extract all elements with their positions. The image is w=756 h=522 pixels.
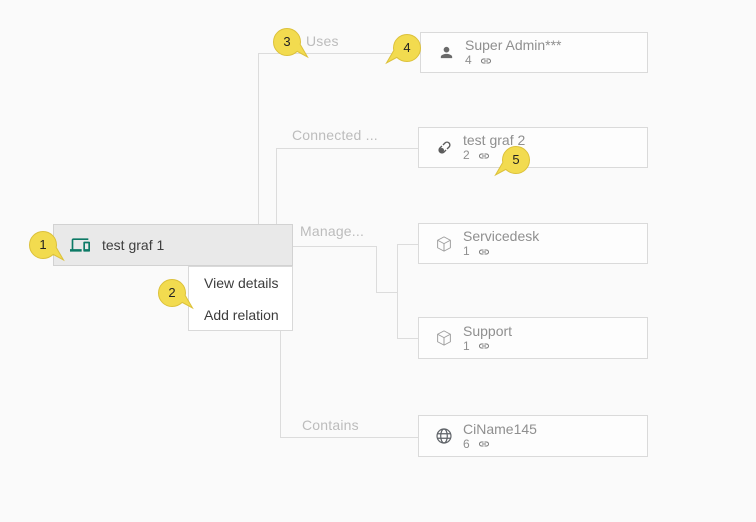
relation-count: 2 [463, 148, 470, 162]
relation-label-connected: Connected ... [292, 127, 378, 143]
link-icon [479, 55, 493, 67]
context-menu: View details Add relation [188, 266, 293, 331]
menu-item-add-relation[interactable]: Add relation [204, 306, 279, 323]
callout-badge-2: 2 [157, 278, 195, 312]
relation-label-uses: Uses [306, 33, 339, 49]
cube-icon [435, 329, 453, 347]
node-title: CiName145 [463, 420, 537, 437]
person-icon [437, 44, 455, 62]
devices-icon [68, 235, 92, 255]
link-icon [477, 246, 491, 258]
node-title: Servicedesk [463, 228, 540, 244]
connector-uses-h [258, 53, 420, 54]
relation-label-manage: Manage... [300, 223, 365, 239]
callout-badge-number: 4 [403, 40, 411, 55]
broken-link-icon [435, 139, 453, 157]
callout-badge-5: 5 [493, 145, 531, 179]
relation-count: 1 [463, 244, 470, 258]
node-support[interactable]: Support 1 [418, 317, 648, 359]
connector-servicedesk-h [397, 244, 418, 245]
root-node-title: test graf 1 [102, 237, 165, 253]
connector-contains-h [280, 437, 418, 438]
relation-label-contains: Contains [302, 417, 359, 433]
relation-count: 4 [465, 53, 472, 67]
callout-badge-1: 1 [28, 230, 66, 264]
relation-count: 6 [463, 436, 470, 451]
connector-manage-v2 [397, 244, 398, 339]
callout-badge-number: 3 [283, 34, 291, 49]
cube-icon [435, 235, 453, 253]
connector-manage-h1 [293, 246, 376, 247]
link-icon [477, 150, 491, 162]
callout-badge-3: 3 [272, 27, 310, 61]
callout-badge-4: 4 [384, 33, 422, 67]
link-icon [477, 340, 491, 352]
node-title: Super Admin*** [465, 37, 562, 53]
connector-manage-h2 [376, 292, 397, 293]
globe-icon [435, 427, 453, 445]
connector-connected-v [276, 148, 277, 224]
callout-badge-number: 5 [512, 152, 520, 167]
connector-contains-v [280, 266, 281, 437]
relation-count: 1 [463, 338, 470, 353]
link-icon [477, 438, 491, 450]
connector-connected-h [276, 148, 418, 149]
node-ciname145[interactable]: CiName145 6 [418, 415, 648, 457]
connector-support-h [397, 338, 418, 339]
node-servicedesk[interactable]: Servicedesk 1 [418, 223, 648, 264]
callout-badge-number: 1 [39, 237, 47, 252]
callout-badge-number: 2 [168, 285, 176, 300]
node-test-graf-2[interactable]: test graf 2 2 [418, 127, 648, 168]
connector-manage-v1 [376, 246, 377, 292]
node-title: test graf 2 [463, 132, 526, 148]
node-root-test-graf-1[interactable]: test graf 1 [53, 224, 293, 266]
node-super-admin[interactable]: Super Admin*** 4 [420, 32, 648, 73]
connector-uses-v [258, 53, 259, 224]
menu-item-view-details[interactable]: View details [204, 274, 279, 291]
node-title: Support [463, 322, 513, 339]
